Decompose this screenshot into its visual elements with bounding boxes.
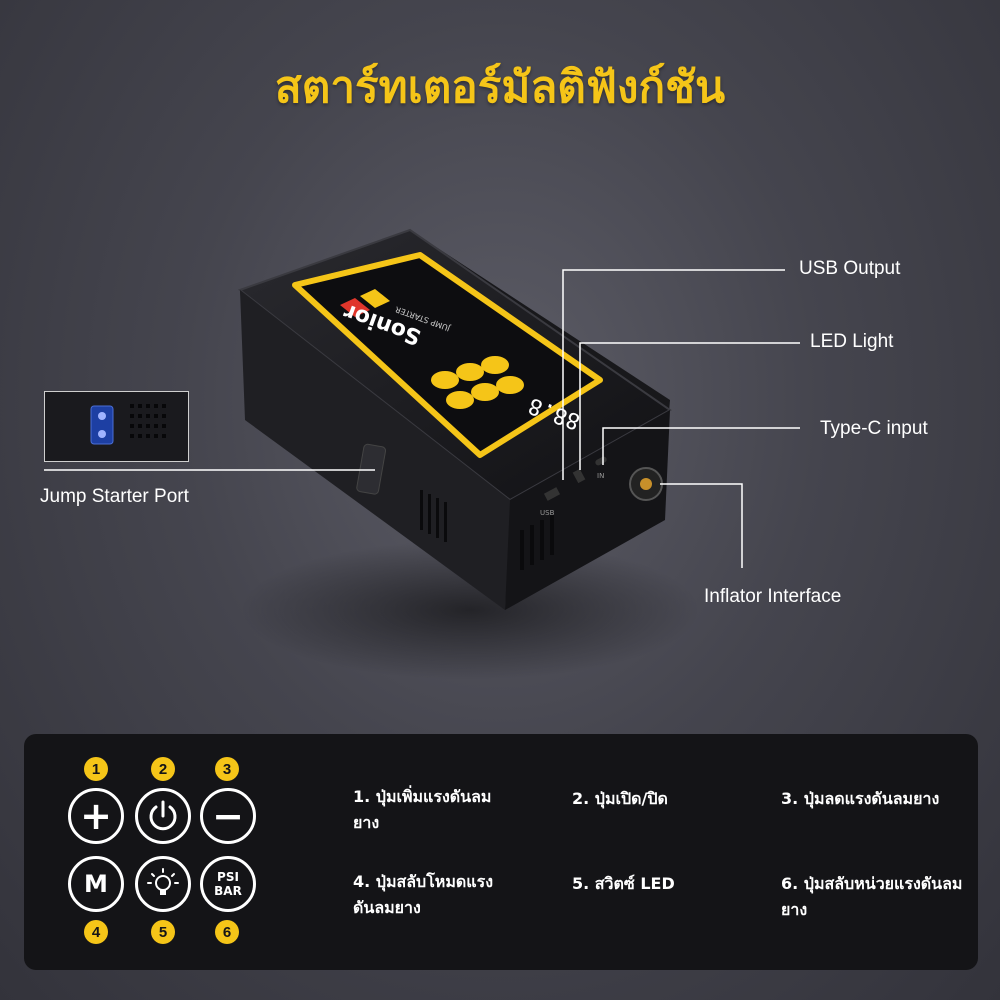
minus-icon: −	[212, 794, 244, 838]
button-legend-panel: 1 2 3 + − M PSI BAR	[24, 734, 978, 970]
callout-usb-output: USB Output	[799, 258, 901, 279]
plus-icon: +	[80, 794, 112, 838]
desc-2: 2. ปุ่มเปิด/ปิด	[572, 789, 668, 808]
mode-icon: M	[84, 870, 108, 898]
plus-button: +	[68, 788, 124, 844]
desc-6: 6. ปุ่มสลับหน่วยแรงดันลมยาง	[781, 874, 963, 919]
desc-5: 5. สวิตซ์ LED	[572, 874, 675, 893]
badge-6: 6	[215, 920, 239, 944]
led-button	[135, 856, 191, 912]
jump-starter-device: Sonior JUMP STARTER 88.8 USB IN	[237, 228, 700, 680]
callout-jump-starter-port: Jump Starter Port	[40, 486, 189, 507]
desc-4: 4. ปุ่มสลับโหมดแรงดันลมยาง	[353, 872, 494, 917]
callout-type-c-input: Type-C input	[820, 418, 928, 439]
badge-2: 2	[151, 757, 175, 781]
jump-starter-port-closeup	[44, 391, 189, 462]
psi-label: PSI	[217, 870, 239, 884]
unit-switch-button: PSI BAR	[200, 856, 256, 912]
badge-1: 1	[84, 757, 108, 781]
bar-label: BAR	[214, 884, 242, 898]
bulb-icon	[147, 868, 179, 895]
mode-button: M	[68, 856, 124, 912]
usb-port-label: USB	[540, 509, 555, 517]
callout-led-light: LED Light	[810, 331, 894, 352]
desc-1: 1. ปุ่มเพิ่มแรงดันลมยาง	[353, 787, 492, 832]
power-icon	[149, 800, 177, 831]
callout-inflator-interface: Inflator Interface	[704, 586, 842, 607]
desc-3: 3. ปุ่มลดแรงดันลมยาง	[781, 789, 940, 808]
minus-button: −	[200, 788, 256, 844]
badge-4: 4	[84, 920, 108, 944]
badge-3: 3	[215, 757, 239, 781]
power-button	[135, 788, 191, 844]
page-title: สตาร์ทเตอร์มัลติฟังก์ชัน	[274, 62, 726, 113]
in-port-label: IN	[597, 472, 604, 480]
badge-5: 5	[151, 920, 175, 944]
